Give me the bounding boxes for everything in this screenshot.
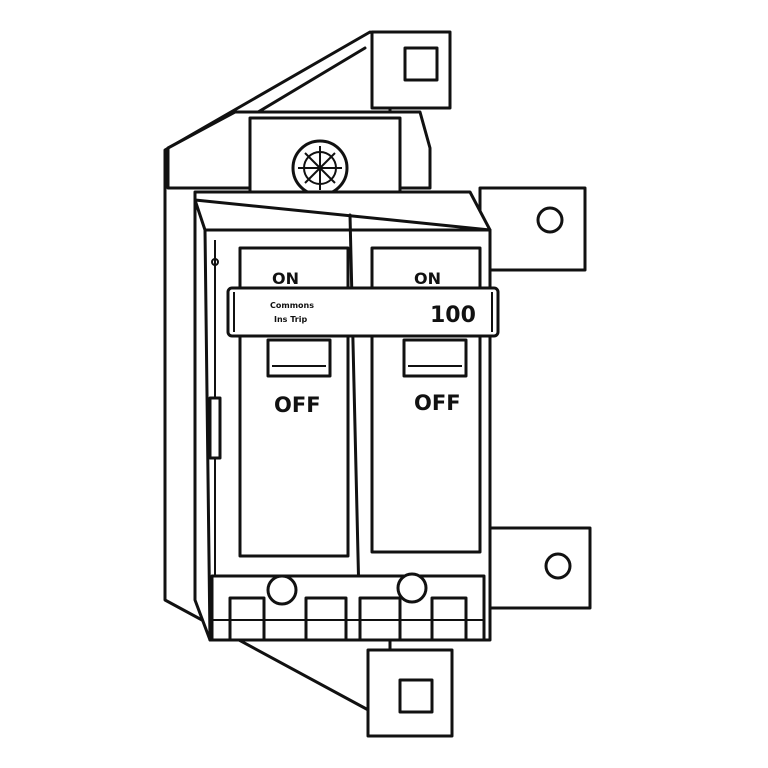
on-label-right: ON [414,269,441,288]
top-mounting-hole [403,46,439,82]
top-lug-hole [536,206,564,234]
brand-line2: Ins Trip [274,315,307,324]
bottom-mounting-hole [398,678,434,714]
toggle-handle-left [266,338,332,378]
on-label-left: ON [272,269,299,288]
off-label-left: OFF [274,393,321,417]
terminal-screw-left [266,574,298,606]
terminal-screw-right [396,572,428,604]
handle-tie-bar: Commons Ins Trip 100 [226,286,500,338]
bottom-lug-hole [544,552,572,580]
toggle-handle-right [402,338,468,378]
ampere-rating: 100 [430,303,476,328]
bottom-terminals [210,572,486,642]
bus-lugs [476,186,592,610]
brand-line1: Commons [270,301,314,310]
off-label-right: OFF [414,391,461,415]
